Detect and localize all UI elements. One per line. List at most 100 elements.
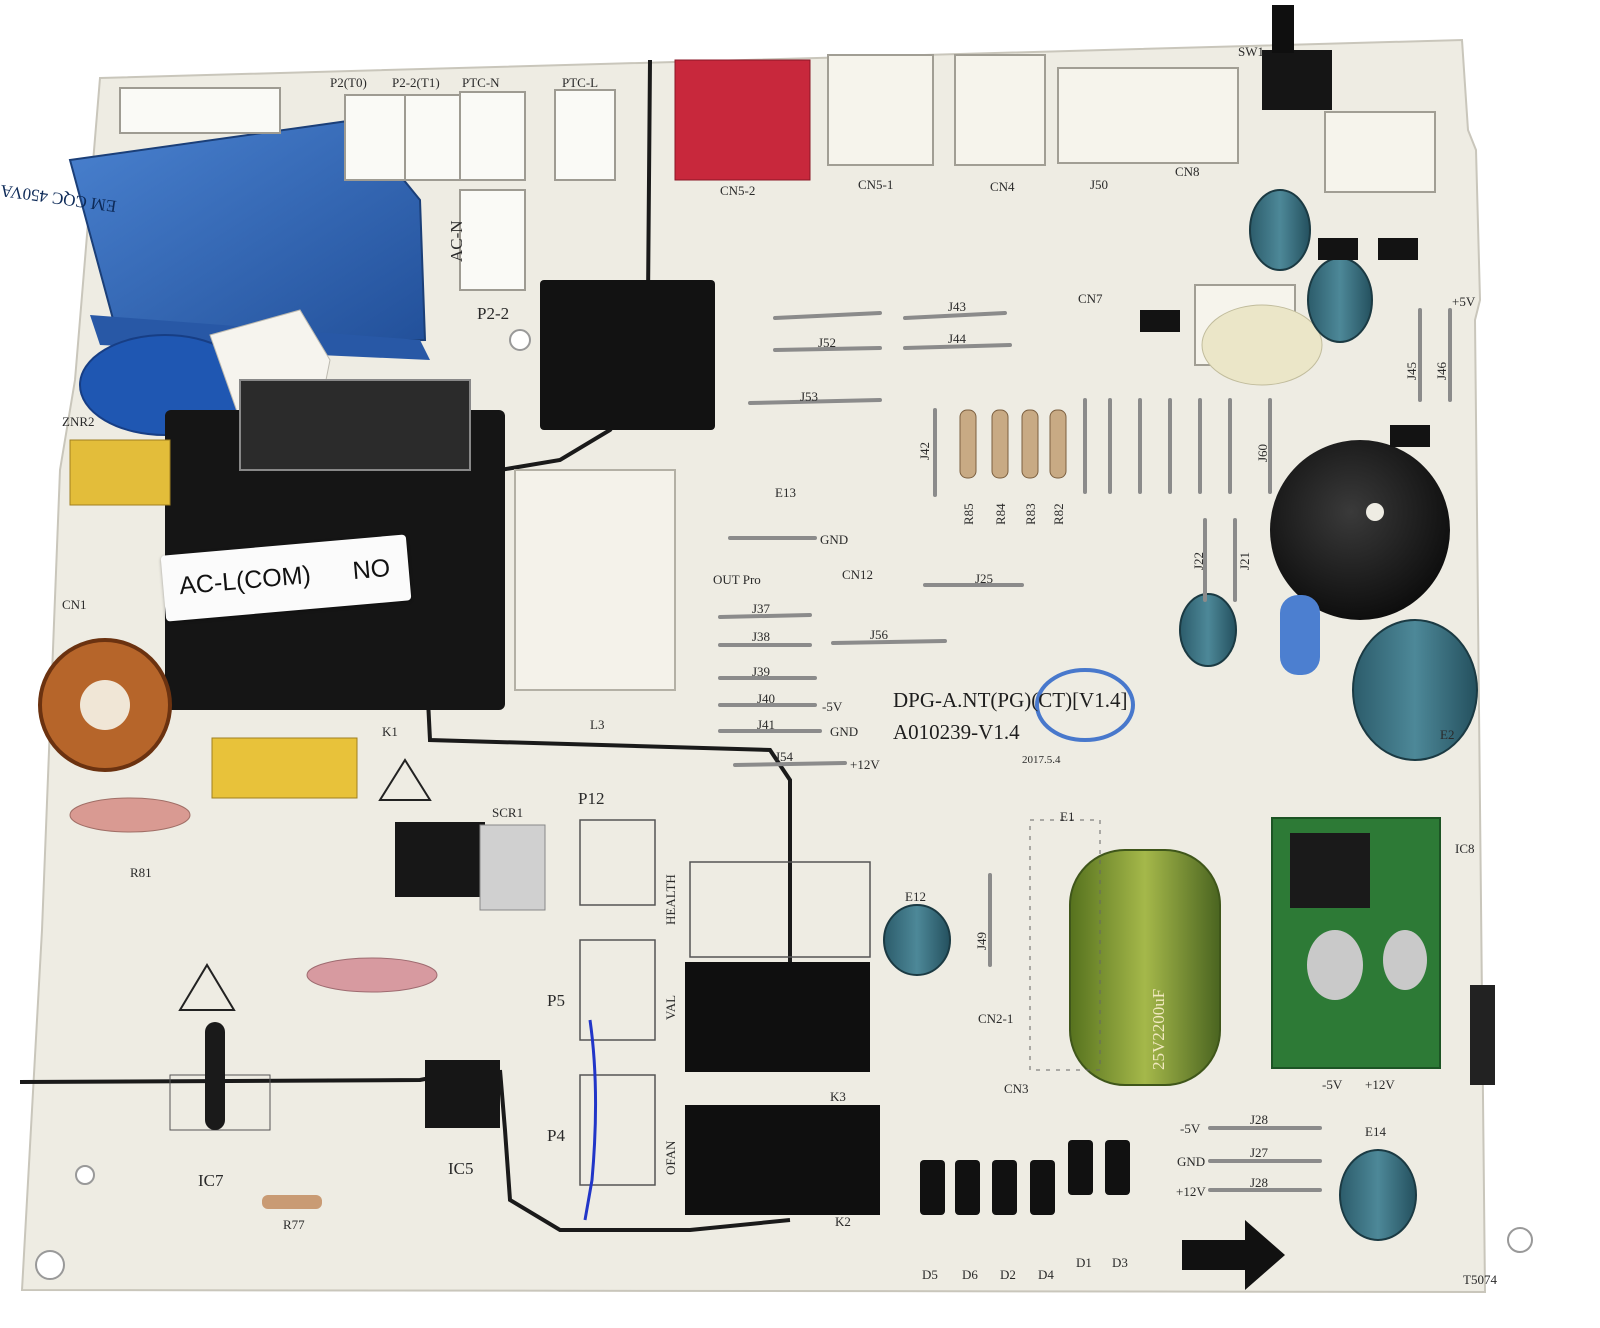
relay-k3: [685, 962, 870, 1072]
label-ofan: OFAN: [663, 1140, 678, 1175]
label-e12: E12: [905, 889, 926, 904]
yellow-cap-1: [69, 439, 171, 506]
label-rail-12v-1: +12V: [1176, 1184, 1206, 1199]
sticker-left-text: AC-L(COM): [178, 560, 312, 601]
health-box: [689, 861, 871, 958]
label-k2: K2: [835, 1214, 851, 1229]
label-j56: J56: [870, 627, 889, 642]
tact-switch-sw1: [1262, 50, 1332, 110]
diodes: [920, 1140, 1130, 1215]
label-ptc-n: PTC-N: [462, 75, 500, 90]
blue-film-cap: [1280, 595, 1320, 675]
label-j53: J53: [800, 389, 819, 404]
label-p12: P12: [578, 789, 605, 808]
label-j50: J50: [1090, 177, 1109, 192]
resistor-r77: [262, 1195, 322, 1209]
yellow-cap-2: [211, 737, 358, 799]
dc-module-cap-2: [1383, 930, 1427, 990]
label-j46: J46: [1434, 361, 1449, 380]
label-j45: J45: [1404, 361, 1419, 380]
label-j42: J42: [917, 441, 932, 460]
label-cn8: CN8: [1175, 164, 1200, 179]
scr1-tab: [479, 824, 546, 911]
relay-k1-heatsink: [239, 379, 471, 471]
label-k1: K1: [382, 724, 398, 739]
label-rail-gnd-1: GND: [1177, 1154, 1206, 1169]
transformer-l3: [514, 469, 676, 691]
label-j40: J40: [757, 691, 776, 706]
board-part-number: A010239-V1.4: [893, 720, 1020, 744]
buzzer: [1270, 440, 1450, 620]
mounting-holes: [35, 329, 1533, 1280]
label-j54: J54: [775, 749, 794, 764]
label-p5: P5: [547, 991, 565, 1010]
label-j27: J27: [1250, 1145, 1269, 1160]
label-e14: E14: [1365, 1124, 1386, 1139]
label-d5: D5: [922, 1267, 938, 1282]
ic7-slot: [205, 1022, 225, 1130]
label-j43: J43: [948, 299, 967, 314]
label-outpro: OUT Pro: [713, 572, 761, 587]
label-j25: J25: [975, 571, 994, 586]
relay-k2: [685, 1105, 880, 1215]
label-j28b: J28: [1250, 1175, 1269, 1190]
board-model-line: DPG-A.NT(PG)(CT)[V1.4]: [893, 688, 1128, 712]
label-znr: ZNR2: [62, 414, 95, 429]
label-e13: E13: [775, 485, 796, 500]
label-cn12: CN12: [842, 567, 874, 582]
ink-stamp: [1035, 668, 1135, 742]
label-d1: D1: [1076, 1255, 1092, 1270]
label-cn7: CN7: [1078, 291, 1103, 306]
label-d2: D2: [1000, 1267, 1016, 1282]
label-r85: R85: [961, 503, 976, 525]
label-r82: R82: [1051, 503, 1066, 525]
label-j39: J39: [752, 664, 771, 679]
label-ac-n: AC-N: [447, 220, 466, 262]
hazard-icon: [178, 758, 432, 1011]
board-date-code: 2017.5.4: [1022, 754, 1061, 766]
socket-outlines: [579, 819, 656, 1186]
label-r77: R77: [283, 1217, 305, 1232]
label-r84: R84: [993, 503, 1008, 525]
resistor-bank: [959, 409, 1067, 479]
main-capacitor-e1: [1069, 849, 1221, 1086]
scr1: [395, 822, 485, 897]
sticker-right-text: NO: [351, 553, 392, 586]
label-val: VAL: [663, 994, 678, 1020]
label-health: HEALTH: [663, 874, 678, 925]
label-p2-2: P2-2: [477, 304, 510, 323]
label-ic7: IC7: [198, 1171, 224, 1190]
pink-resistor: [69, 797, 191, 833]
blue-wire: [583, 1019, 598, 1221]
label-rail-m5v-2: -5V: [1322, 1077, 1343, 1092]
buzzer-hole: [1366, 503, 1384, 521]
label-p2-t1: P2-2(T1): [392, 75, 440, 90]
label-j21: J21: [1237, 551, 1252, 570]
label-j22: J22: [1191, 551, 1206, 570]
label-rail-gnd-3: GND: [830, 724, 859, 739]
label-cn1: CN1: [62, 597, 87, 612]
cn-pin-header: [1470, 985, 1495, 1085]
jumper-wires: [718, 308, 1452, 1192]
label-ptc-l: PTC-L: [562, 75, 599, 90]
label-r81: R81: [130, 865, 152, 880]
label-k3: K3: [830, 1089, 846, 1104]
label-j38: J38: [752, 629, 771, 644]
toroid-hole: [80, 680, 130, 730]
label-ic8: IC8: [1455, 841, 1475, 856]
label-j41: J41: [757, 717, 776, 732]
relay-small: [540, 280, 715, 430]
board-corner-code: T5074: [1463, 1272, 1497, 1287]
label-j44: J44: [948, 331, 967, 346]
red-connector-cn5-2: [674, 59, 811, 181]
label-cn3: CN3: [1004, 1081, 1029, 1096]
label-sw1: SW1: [1238, 44, 1264, 59]
label-rail-m5v-3: -5V: [822, 699, 843, 714]
label-e1: E1: [1060, 809, 1075, 824]
label-j28a: J28: [1250, 1112, 1269, 1127]
tact-switch-knob: [1272, 5, 1294, 53]
label-rail-p5v: +5V: [1452, 294, 1476, 309]
label-p4: P4: [547, 1126, 565, 1145]
top-left-connectors: [119, 87, 616, 291]
